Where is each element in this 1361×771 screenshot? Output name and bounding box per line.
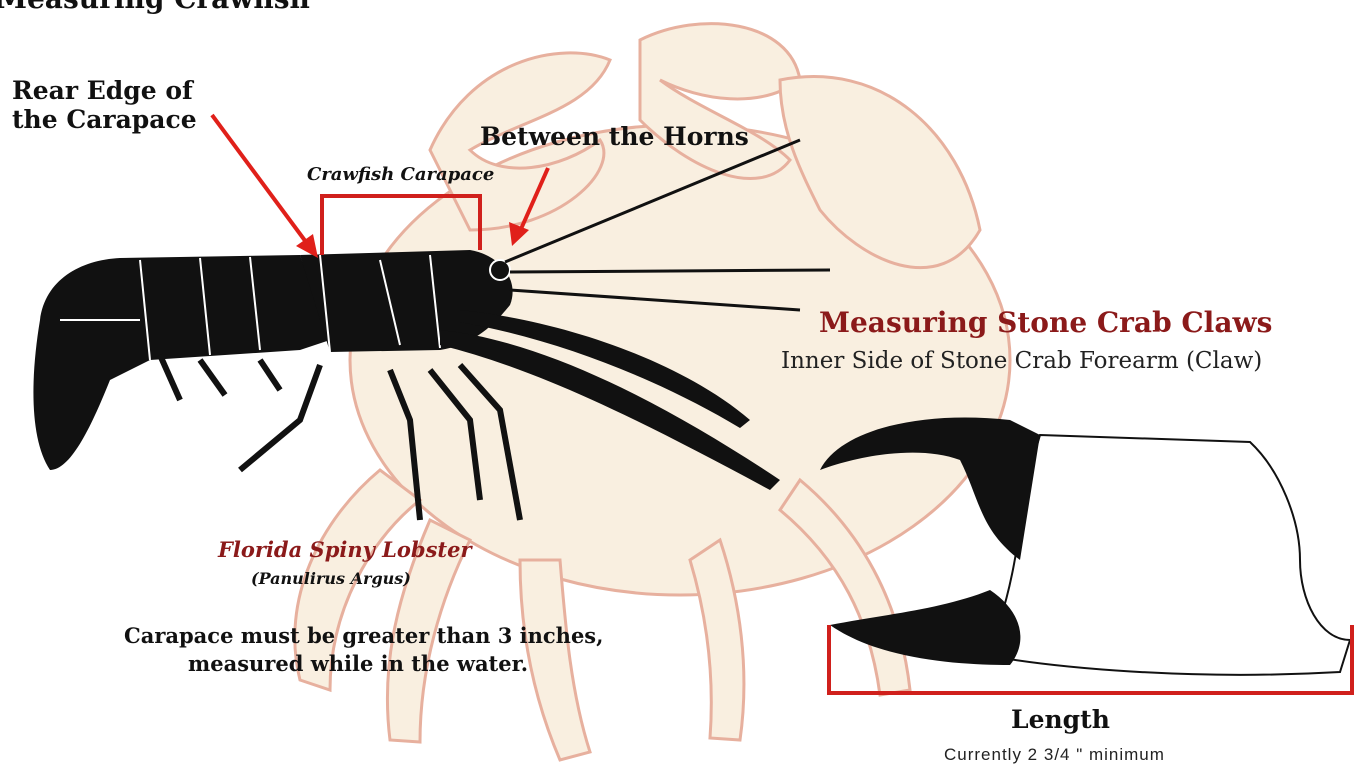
page-title: Measuring Crawfish [0, 0, 310, 15]
carapace-rule-line1: Carapace must be greater than 3 inches, [124, 623, 603, 648]
between-horns-label: Between the Horns [480, 122, 749, 151]
rear-edge-arrow [212, 115, 318, 258]
carapace-rule-line2: measured while in the water. [188, 651, 528, 676]
rear-edge-label: Rear Edge of the Carapace [12, 76, 197, 134]
length-label: Length [1011, 705, 1110, 734]
carapace-label: Crawfish Carapace [307, 164, 494, 185]
species-latin: (Panulirus Argus) [251, 569, 411, 588]
species-name: Florida Spiny Lobster [218, 537, 472, 562]
minimum-note: Currently 2 3/4 " minimum [944, 745, 1165, 765]
stone-crab-subtitle: Inner Side of Stone Crab Forearm (Claw) [781, 348, 1262, 374]
stone-crab-title: Measuring Stone Crab Claws [819, 306, 1272, 339]
